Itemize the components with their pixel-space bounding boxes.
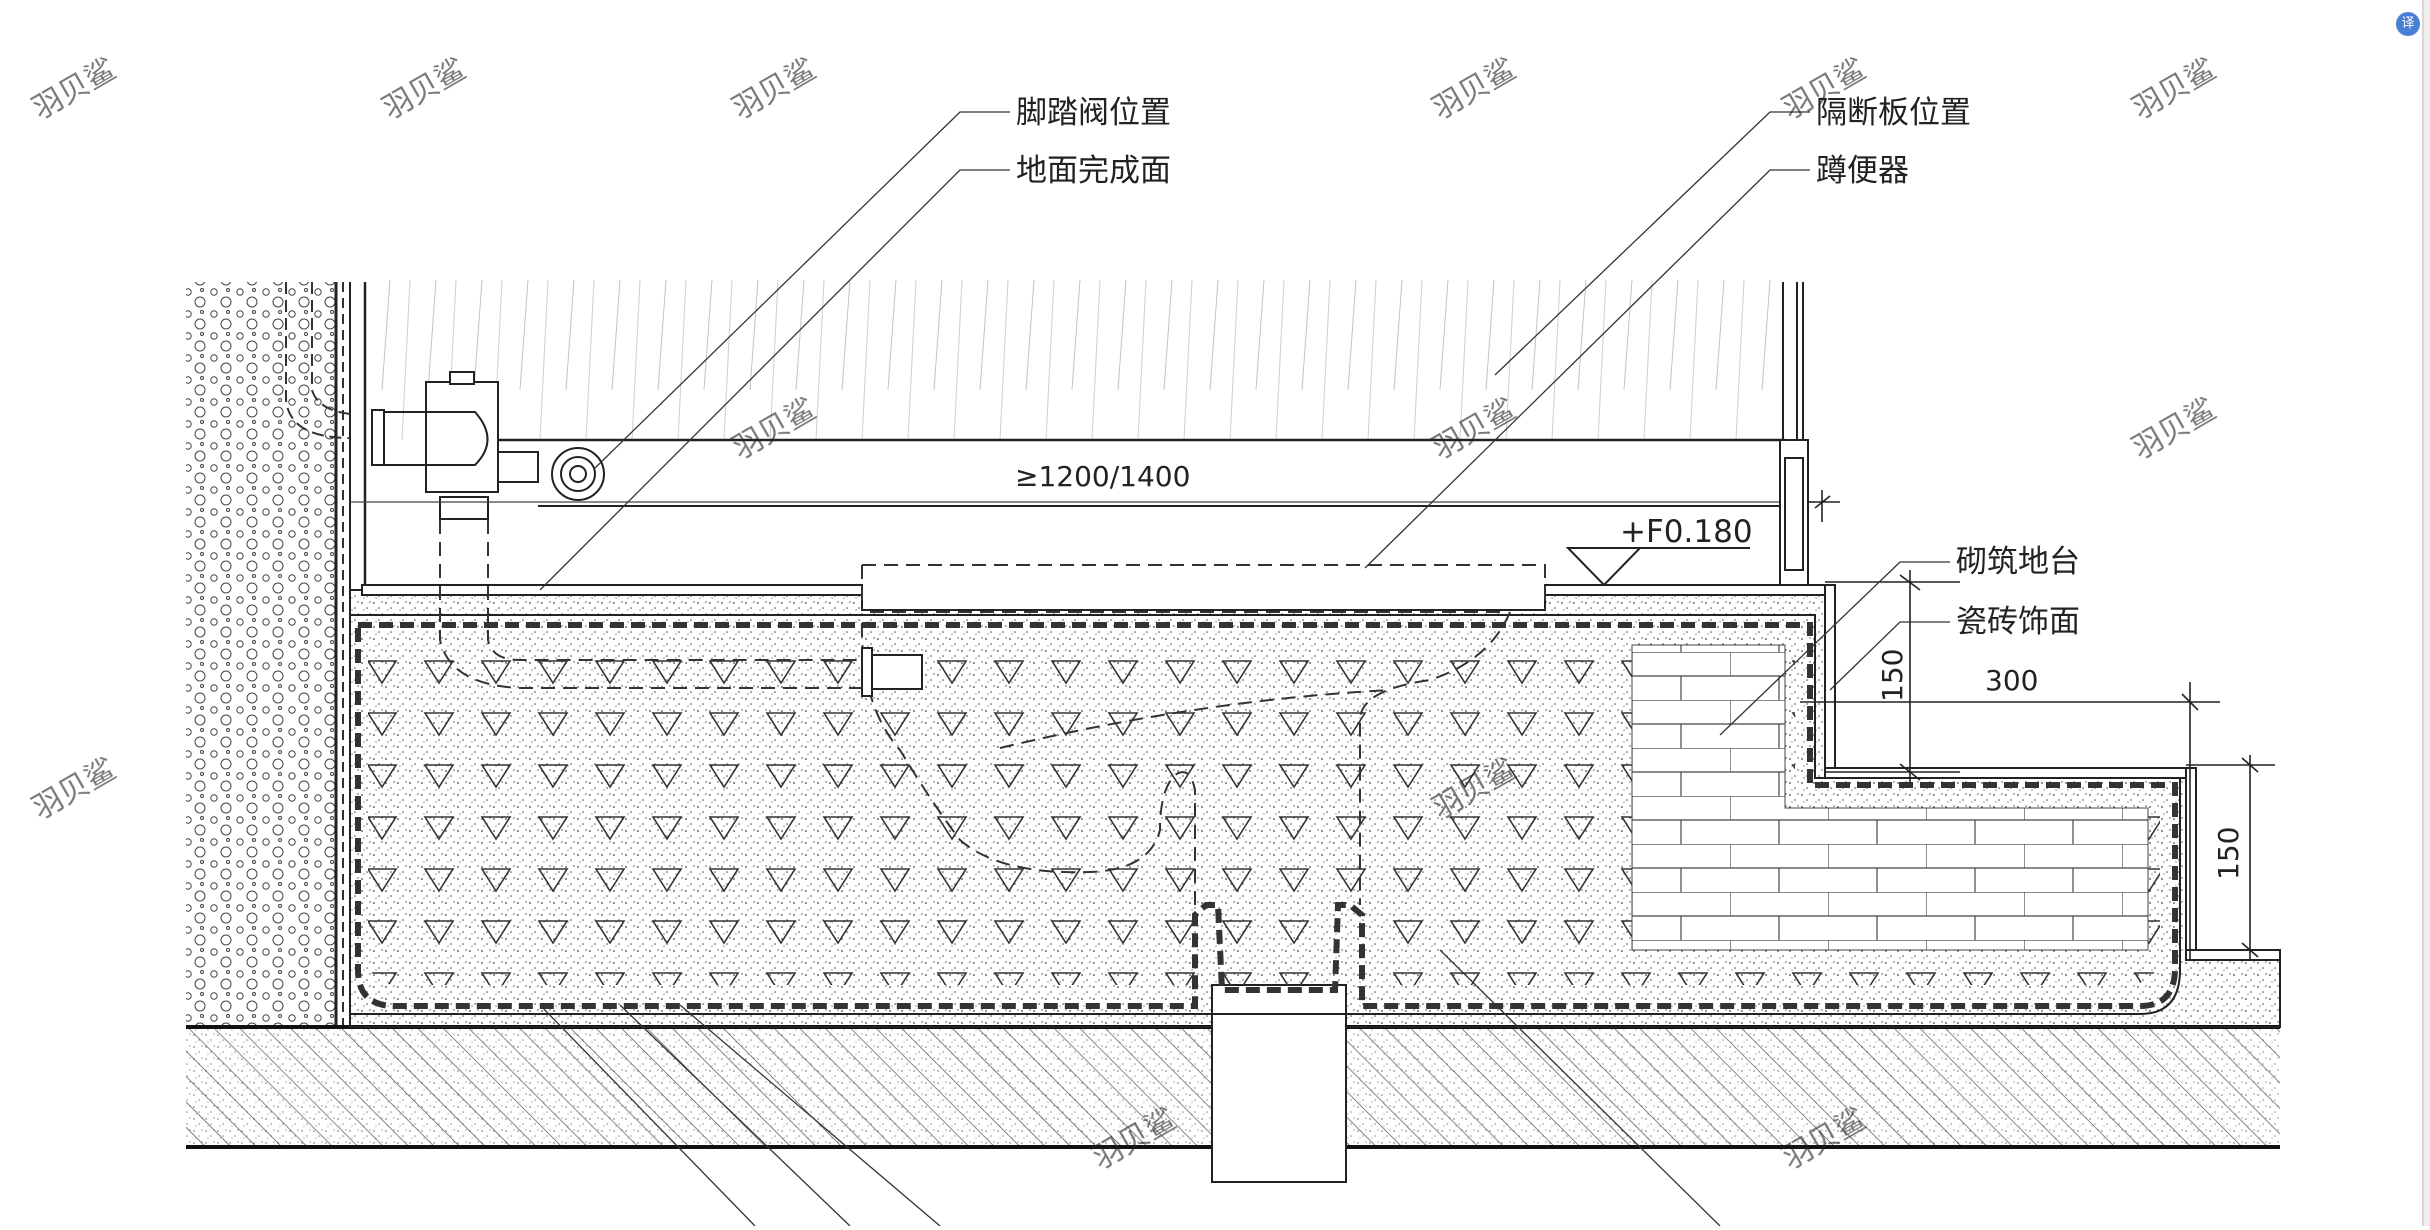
dim-level: +F0.180 xyxy=(1620,514,1753,550)
svg-text:羽贝鲨: 羽贝鲨 xyxy=(727,52,822,127)
supply-pipe xyxy=(285,282,351,439)
left-wall xyxy=(186,282,336,1027)
label-floor: 地面完成面 xyxy=(1016,153,1171,189)
label-partition: 隔断板位置 xyxy=(1816,95,1971,131)
label-tile: 瓷砖饰面 xyxy=(1956,604,2080,640)
dim-step-width: 300 xyxy=(1985,664,2038,697)
level-marker xyxy=(1565,547,1643,587)
partition-board xyxy=(1779,282,1809,586)
svg-text:羽贝鲨: 羽贝鲨 xyxy=(2127,52,2222,127)
squat-toilet-outline xyxy=(861,564,1546,905)
svg-text:羽贝鲨: 羽贝鲨 xyxy=(1427,52,1522,127)
svg-text:羽贝鲨: 羽贝鲨 xyxy=(27,52,122,127)
translate-badge-label: 译 xyxy=(2401,16,2415,31)
waterproof-membrane xyxy=(355,622,2178,1009)
dim-platform-height: 150 xyxy=(1876,649,1909,702)
dim-step-height: 150 xyxy=(2212,827,2245,880)
label-squat-toilet: 蹲便器 xyxy=(1816,153,1909,189)
svg-text:羽贝鲨: 羽贝鲨 xyxy=(377,52,472,127)
label-valve: 脚踏阀位置 xyxy=(1016,95,1171,131)
drain-pipe xyxy=(1211,984,1347,1183)
svg-text:羽贝鲨: 羽贝鲨 xyxy=(27,752,122,827)
svg-text:羽贝鲨: 羽贝鲨 xyxy=(2127,392,2222,467)
flush-pipe xyxy=(439,520,862,689)
upper-wall-hatch xyxy=(378,280,1778,440)
scrollbar[interactable] xyxy=(2424,0,2430,1226)
brick-block xyxy=(1631,644,2149,951)
floor-tile-right xyxy=(1544,584,1826,596)
floor-tile-left xyxy=(361,584,863,596)
translate-icon[interactable]: 译 xyxy=(2396,12,2420,36)
label-masonry: 砌筑地台 xyxy=(1956,544,2080,580)
dimension-lines xyxy=(1800,490,2275,960)
leader-lines xyxy=(539,111,1950,1227)
dim-length: ≥1200/1400 xyxy=(1015,460,1190,493)
